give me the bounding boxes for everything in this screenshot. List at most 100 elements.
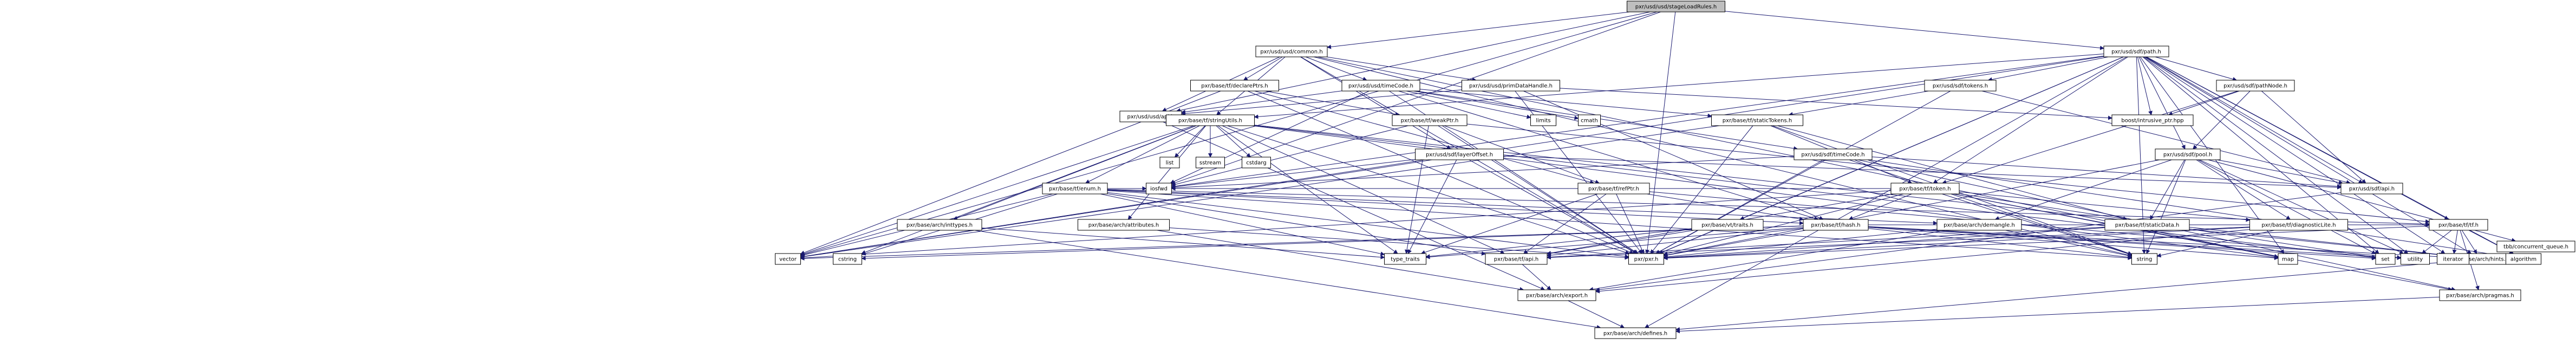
include-edge-sdf_path-to-s_utility [2143,56,2409,254]
node-box [1415,148,1504,160]
graph-node-s-list[interactable]: list [1159,157,1180,168]
include-edge-tf_stringUtils-to-tf_api [1222,125,1505,254]
node-box [1255,46,1328,57]
node-label: pxr/base/tf/tf.h [2438,223,2479,229]
include-edge-tf_hash-to-s_map [1868,227,2279,261]
graph-node-s-vector[interactable]: vector [775,253,801,265]
include-edge-sdf_timeCode-to-s_algorithm [1869,159,2507,258]
node-label: pxr/usd/sdf/path.h [2111,49,2161,55]
include-edge-sdf_pool-to-s_set [2197,159,2376,254]
graph-node-tf-tf[interactable]: pxr/base/tf/tf.h [2429,219,2488,231]
graph-node-tf-api[interactable]: pxr/base/tf/api.h [1485,253,1548,265]
graph-node-usd-common[interactable]: pxr/usd/usd/common.h [1255,46,1328,57]
graph-node-sdf-pool[interactable]: pxr/usd/sdf/pool.h [2155,148,2221,160]
node-box [775,253,801,265]
graph-node-s-cstring[interactable]: cstring [833,253,862,265]
graph-node-s-iosfwd[interactable]: iosfwd [1146,183,1172,194]
edge-layer [800,11,2516,334]
include-edge-arch_attributes-to-arch_export [1157,230,1524,291]
include-edge-sdf_layerOffset-to-sdf_api [1503,155,2342,190]
graph-node-sdf-timeCode[interactable]: pxr/usd/sdf/timeCode.h [1794,148,1873,160]
graph-node-tf-staticTokens[interactable]: pxr/base/tf/staticTokens.h [1711,114,1803,126]
graph-node-s-sstream[interactable]: sstream [1196,157,1225,168]
graph-node-tf-diagnosticLite[interactable]: pxr/base/tf/diagnosticLite.h [2249,219,2348,231]
graph-node-sdf-layerOffset[interactable]: pxr/usd/sdf/layerOffset.h [1415,148,1504,160]
include-edge-tf_tf-to-s_utility [2421,230,2452,254]
include-edge-tf_token-to-arch_pragmas [1953,193,2453,291]
graph-node-sdf-pathNode[interactable]: pxr/usd/sdf/pathNode.h [2216,80,2295,92]
include-edge-tf_stringUtils-to-s_vector [800,125,1194,256]
node-box [1159,157,1180,168]
graph-node-tf-declarePtrs[interactable]: pxr/base/tf/declarePtrs.h [1190,80,1279,92]
include-edge-tf_refPtr-to-pxr [1616,193,1645,254]
include-edge-usd_common-to-tf_declarePtrs [1243,56,1283,81]
graph-node-tf-hash[interactable]: pxr/base/tf/hash.h [1803,219,1869,231]
graph-node-s-set[interactable]: set [2375,253,2396,265]
include-edge-sdf_pool-to-arch_demangle [1994,159,2172,220]
include-edge-tf_refPtr-to-s_type_traits [1420,193,1598,255]
include-edge-arch_attributes-to-pxr [1169,228,1629,260]
graph-node-sdf-api[interactable]: pxr/usd/sdf/api.h [2340,183,2403,194]
graph-node-tbb-cq[interactable]: tbb/concurrent_queue.h [2496,241,2575,252]
node-box [2278,253,2298,265]
graph-node-arch-pragmas[interactable]: pxr/base/arch/pragmas.h [2439,289,2521,301]
include-edge-sdf_path-to-arch_defines [1644,56,2127,328]
node-box [1577,183,1650,194]
node-label: pxr/base/tf/hash.h [1811,223,1860,229]
include-edge-tf_diagnosticLite-to-arch_export [1595,229,2250,294]
node-box [1691,219,1764,231]
node-box [2103,46,2169,57]
include-edge-arch_inttypes-to-s_type_traits [981,228,1385,259]
graph-node-s-type-traits[interactable]: type_traits [1384,253,1426,265]
graph-node-pxr[interactable]: pxr/pxr.h [1628,253,1664,265]
graph-node-s-cstdarg[interactable]: cstdarg [1242,157,1271,168]
include-edge-tf_staticData-to-arch_hints [2189,229,2443,257]
graph-node-s-iterator[interactable]: iterator [2437,253,2469,265]
node-label: pxr/usd/usd/primDataHandle.h [1469,83,1553,89]
graph-node-s-string[interactable]: string [2131,253,2157,265]
graph-node-boost-intrusive[interactable]: boost/intrusive_ptr.hpp [2111,114,2194,126]
graph-node-tf-weakPtr[interactable]: pxr/base/tf/weakPtr.h [1392,114,1468,126]
graph-node-s-limits[interactable]: limits [1530,114,1556,126]
graph-node-tf-enum[interactable]: pxr/base/tf/enum.h [1042,183,1108,194]
graph-node-tf-stringUtils[interactable]: pxr/base/tf/stringUtils.h [1166,114,1255,126]
graph-node-s-cmath[interactable]: cmath [1578,114,1601,126]
graph-node-s-algorithm[interactable]: algorithm [2506,253,2541,265]
graph-node-s-map[interactable]: map [2278,253,2298,265]
node-box [1530,114,1556,126]
include-edge-tf_enum-to-s_type_traits [1100,193,1385,256]
graph-node-arch-defines[interactable]: pxr/base/arch/defines.h [1594,327,1677,339]
node-label: pxr/base/tf/diagnosticLite.h [2261,223,2336,229]
graph-node-arch-demangle[interactable]: pxr/base/arch/demangle.h [1936,219,2022,231]
include-edge-tf_hash-to-s_set [1868,226,2376,261]
include-edge-tf_token-to-pxr [1663,193,1904,256]
node-label: iterator [2443,257,2463,263]
include-edge-sdf_pool-to-pxr [1663,159,2160,257]
node-box [1803,219,1869,231]
graph-node-s-utility[interactable]: utility [2401,253,2430,265]
graph-node-usd-primDataHandle[interactable]: pxr/usd/usd/primDataHandle.h [1462,80,1560,92]
graph-node-vt-traits[interactable]: pxr/base/vt/traits.h [1691,219,1764,231]
graph-node-root: pxr/usd/usd/stageLoadRules.h [1627,1,1725,12]
graph-node-arch-export[interactable]: pxr/base/arch/export.h [1517,289,1596,301]
graph-node-arch-attributes[interactable]: pxr/base/arch/attributes.h [1078,219,1170,231]
include-edge-tf_weakPtr-to-s_iosfwd [1171,125,1408,187]
graph-node-arch-inttypes[interactable]: pxr/base/arch/inttypes.h [897,219,982,231]
include-edge-tf_hash-to-s_utility [1868,226,2402,260]
node-box [2340,183,2403,194]
graph-node-tf-token[interactable]: pxr/base/tf/token.h [1890,183,1960,194]
include-edge-root-to-s_iosfwd [1171,11,1661,185]
graph-node-tf-staticData[interactable]: pxr/base/tf/staticData.h [2104,219,2190,231]
graph-node-tf-refPtr[interactable]: pxr/base/tf/refPtr.h [1577,183,1650,194]
include-edge-tf_declarePtrs-to-pxr [1247,90,1634,254]
node-box [1146,183,1172,194]
node-box [1794,148,1873,160]
node-label: boost/intrusive_ptr.hpp [2121,118,2183,124]
graph-node-usd-timeCode[interactable]: pxr/usd/usd/timeCode.h [1341,80,1420,92]
include-edge-tf_stringUtils-to-arch_attributes [1127,125,1207,220]
graph-node-sdf-path[interactable]: pxr/usd/sdf/path.h [2103,46,2169,57]
include-edge-tf_staticData-to-tf_api [1547,226,2105,259]
node-box [1042,183,1108,194]
graph-node-sdf-tokens[interactable]: pxr/usd/sdf/tokens.h [1924,80,1997,92]
